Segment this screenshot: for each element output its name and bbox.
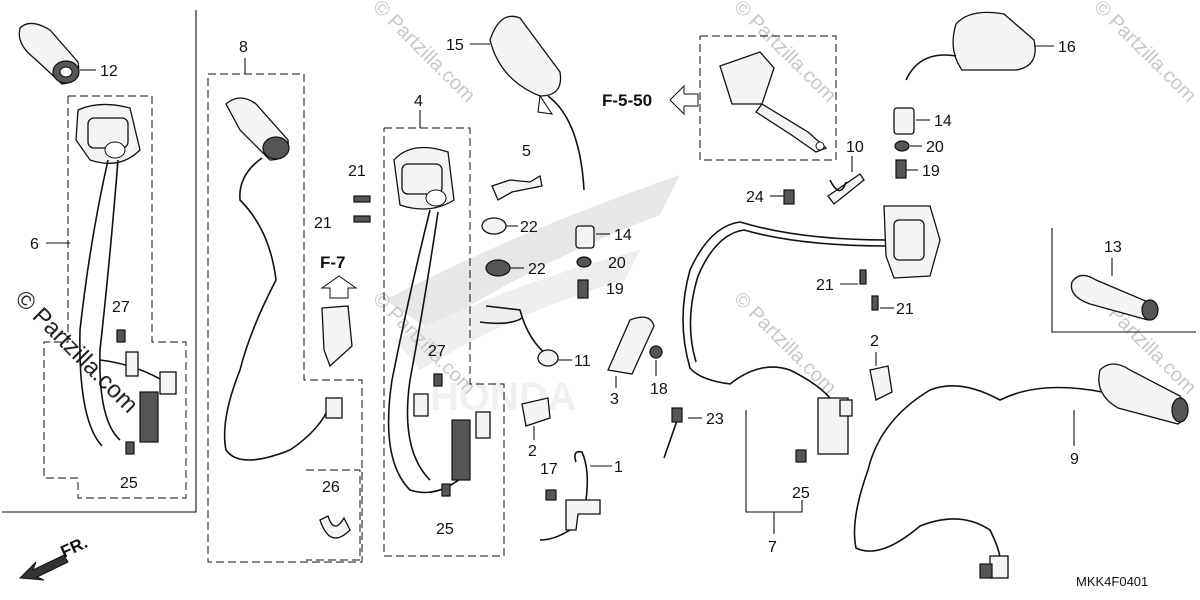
mirror-right-16[interactable] bbox=[905, 11, 1036, 81]
sensor-23[interactable] bbox=[663, 407, 683, 459]
grommet-22-b[interactable] bbox=[485, 259, 511, 277]
screw-25-right[interactable] bbox=[795, 449, 807, 463]
callout-6[interactable]: 6 bbox=[30, 236, 39, 253]
callout-25-right[interactable]: 25 bbox=[792, 485, 810, 502]
callout-14-center[interactable]: 14 bbox=[614, 227, 632, 244]
callout-9[interactable]: 9 bbox=[1070, 451, 1079, 468]
front-arrow-icon bbox=[18, 554, 69, 581]
callout-7[interactable]: 7 bbox=[768, 539, 777, 556]
callout-3[interactable]: 3 bbox=[610, 391, 619, 408]
callout-10[interactable]: 10 bbox=[846, 139, 864, 156]
svg-text:HONDA: HONDA bbox=[430, 375, 577, 419]
screw-27-center[interactable] bbox=[433, 373, 443, 387]
callout-21-d[interactable]: 21 bbox=[896, 301, 914, 318]
grip-13[interactable] bbox=[1070, 274, 1159, 321]
left-switch-assembly[interactable] bbox=[75, 103, 177, 447]
ref-f-7[interactable]: F-7 bbox=[320, 253, 346, 272]
switch-1[interactable] bbox=[539, 450, 601, 541]
bracket-f7[interactable] bbox=[321, 305, 353, 368]
callout-2-center[interactable]: 2 bbox=[528, 443, 537, 460]
callout-16[interactable]: 16 bbox=[1058, 39, 1076, 56]
callout-21-c[interactable]: 21 bbox=[816, 277, 834, 294]
callout-26[interactable]: 26 bbox=[322, 479, 340, 496]
screw-21-a[interactable] bbox=[353, 195, 371, 203]
screw-21-d[interactable] bbox=[871, 295, 879, 311]
callout-23[interactable]: 23 bbox=[706, 411, 724, 428]
grip-12[interactable] bbox=[18, 22, 80, 85]
watermark-text: © Partzilla.com bbox=[729, 288, 840, 399]
callout-5[interactable]: 5 bbox=[522, 143, 531, 160]
bracket-3[interactable] bbox=[607, 316, 655, 375]
screw-21-c[interactable] bbox=[859, 269, 867, 285]
lever-assembly[interactable] bbox=[719, 51, 828, 153]
callout-18[interactable]: 18 bbox=[650, 381, 668, 398]
callout-20-center[interactable]: 20 bbox=[608, 255, 626, 272]
callout-21-b[interactable]: 21 bbox=[314, 215, 332, 232]
mirror-left-15[interactable] bbox=[489, 15, 585, 191]
frame-border bbox=[2, 10, 197, 513]
callout-25-left[interactable]: 25 bbox=[120, 475, 138, 492]
group-box-4 bbox=[383, 127, 505, 557]
harness-7[interactable] bbox=[682, 205, 941, 455]
callout-19-right[interactable]: 19 bbox=[922, 163, 940, 180]
group-box-13 bbox=[1051, 228, 1196, 333]
callout-4[interactable]: 4 bbox=[414, 93, 423, 110]
cable-11[interactable] bbox=[479, 305, 559, 367]
callout-19-center[interactable]: 19 bbox=[606, 281, 624, 298]
callout-2-right[interactable]: 2 bbox=[870, 333, 879, 350]
callout-22-a[interactable]: 22 bbox=[520, 219, 538, 236]
screw-25-left[interactable] bbox=[125, 441, 135, 455]
screw-21-b[interactable] bbox=[353, 215, 371, 223]
right-switch-assembly[interactable] bbox=[387, 146, 491, 494]
ref-f-5-50[interactable]: F-5-50 bbox=[602, 91, 652, 110]
diagram-code: MKK4F0401 bbox=[1076, 574, 1148, 589]
callout-12[interactable]: 12 bbox=[100, 63, 118, 80]
callout-13[interactable]: 13 bbox=[1104, 239, 1122, 256]
callout-1[interactable]: 1 bbox=[614, 459, 623, 476]
arrow-left-icon bbox=[669, 84, 699, 116]
bracket-5[interactable] bbox=[491, 174, 543, 201]
throttle-grip-heater[interactable] bbox=[223, 97, 343, 461]
clip-2-right[interactable] bbox=[869, 365, 893, 401]
heated-grip-9[interactable] bbox=[853, 363, 1189, 579]
nut-18[interactable] bbox=[649, 345, 663, 359]
callout-8[interactable]: 8 bbox=[239, 39, 248, 56]
callout-11[interactable]: 11 bbox=[574, 353, 591, 370]
group-box-f-5-50 bbox=[699, 35, 837, 161]
clip-24[interactable] bbox=[783, 189, 795, 205]
group-box-6 bbox=[43, 95, 187, 499]
weight-14-right[interactable] bbox=[893, 107, 915, 135]
callout-27-left[interactable]: 27 bbox=[112, 299, 130, 316]
screw-25-center[interactable] bbox=[441, 483, 451, 497]
callout-14-right[interactable]: 14 bbox=[934, 113, 952, 130]
callout-20-right[interactable]: 20 bbox=[926, 139, 944, 156]
group-box-8 bbox=[207, 73, 363, 563]
callout-27-center[interactable]: 27 bbox=[428, 343, 446, 360]
washer-20-right[interactable] bbox=[894, 140, 910, 152]
bolt-19-center[interactable] bbox=[577, 279, 589, 299]
grommet-22-a[interactable] bbox=[481, 217, 507, 235]
callout-21-a[interactable]: 21 bbox=[348, 163, 366, 180]
callout-17[interactable]: 17 bbox=[540, 461, 558, 478]
callout-22-b[interactable]: 22 bbox=[528, 261, 546, 278]
bolt-19-right[interactable] bbox=[895, 159, 907, 179]
bolt-17[interactable] bbox=[545, 489, 557, 501]
arrow-up-icon bbox=[320, 275, 358, 299]
washer-20-center[interactable] bbox=[576, 256, 592, 268]
callout-25-center[interactable]: 25 bbox=[436, 521, 454, 538]
callout-15[interactable]: 15 bbox=[446, 37, 464, 54]
weight-14-center[interactable] bbox=[575, 225, 595, 249]
strap-10[interactable] bbox=[827, 173, 865, 205]
watermark-text: © Partzilla.com bbox=[1089, 0, 1200, 107]
callout-24[interactable]: 24 bbox=[746, 189, 764, 206]
clamp-26[interactable] bbox=[319, 515, 351, 539]
group-box-26 bbox=[306, 469, 361, 561]
screw-27-left[interactable] bbox=[116, 329, 126, 343]
clip-2-center[interactable] bbox=[521, 397, 551, 427]
